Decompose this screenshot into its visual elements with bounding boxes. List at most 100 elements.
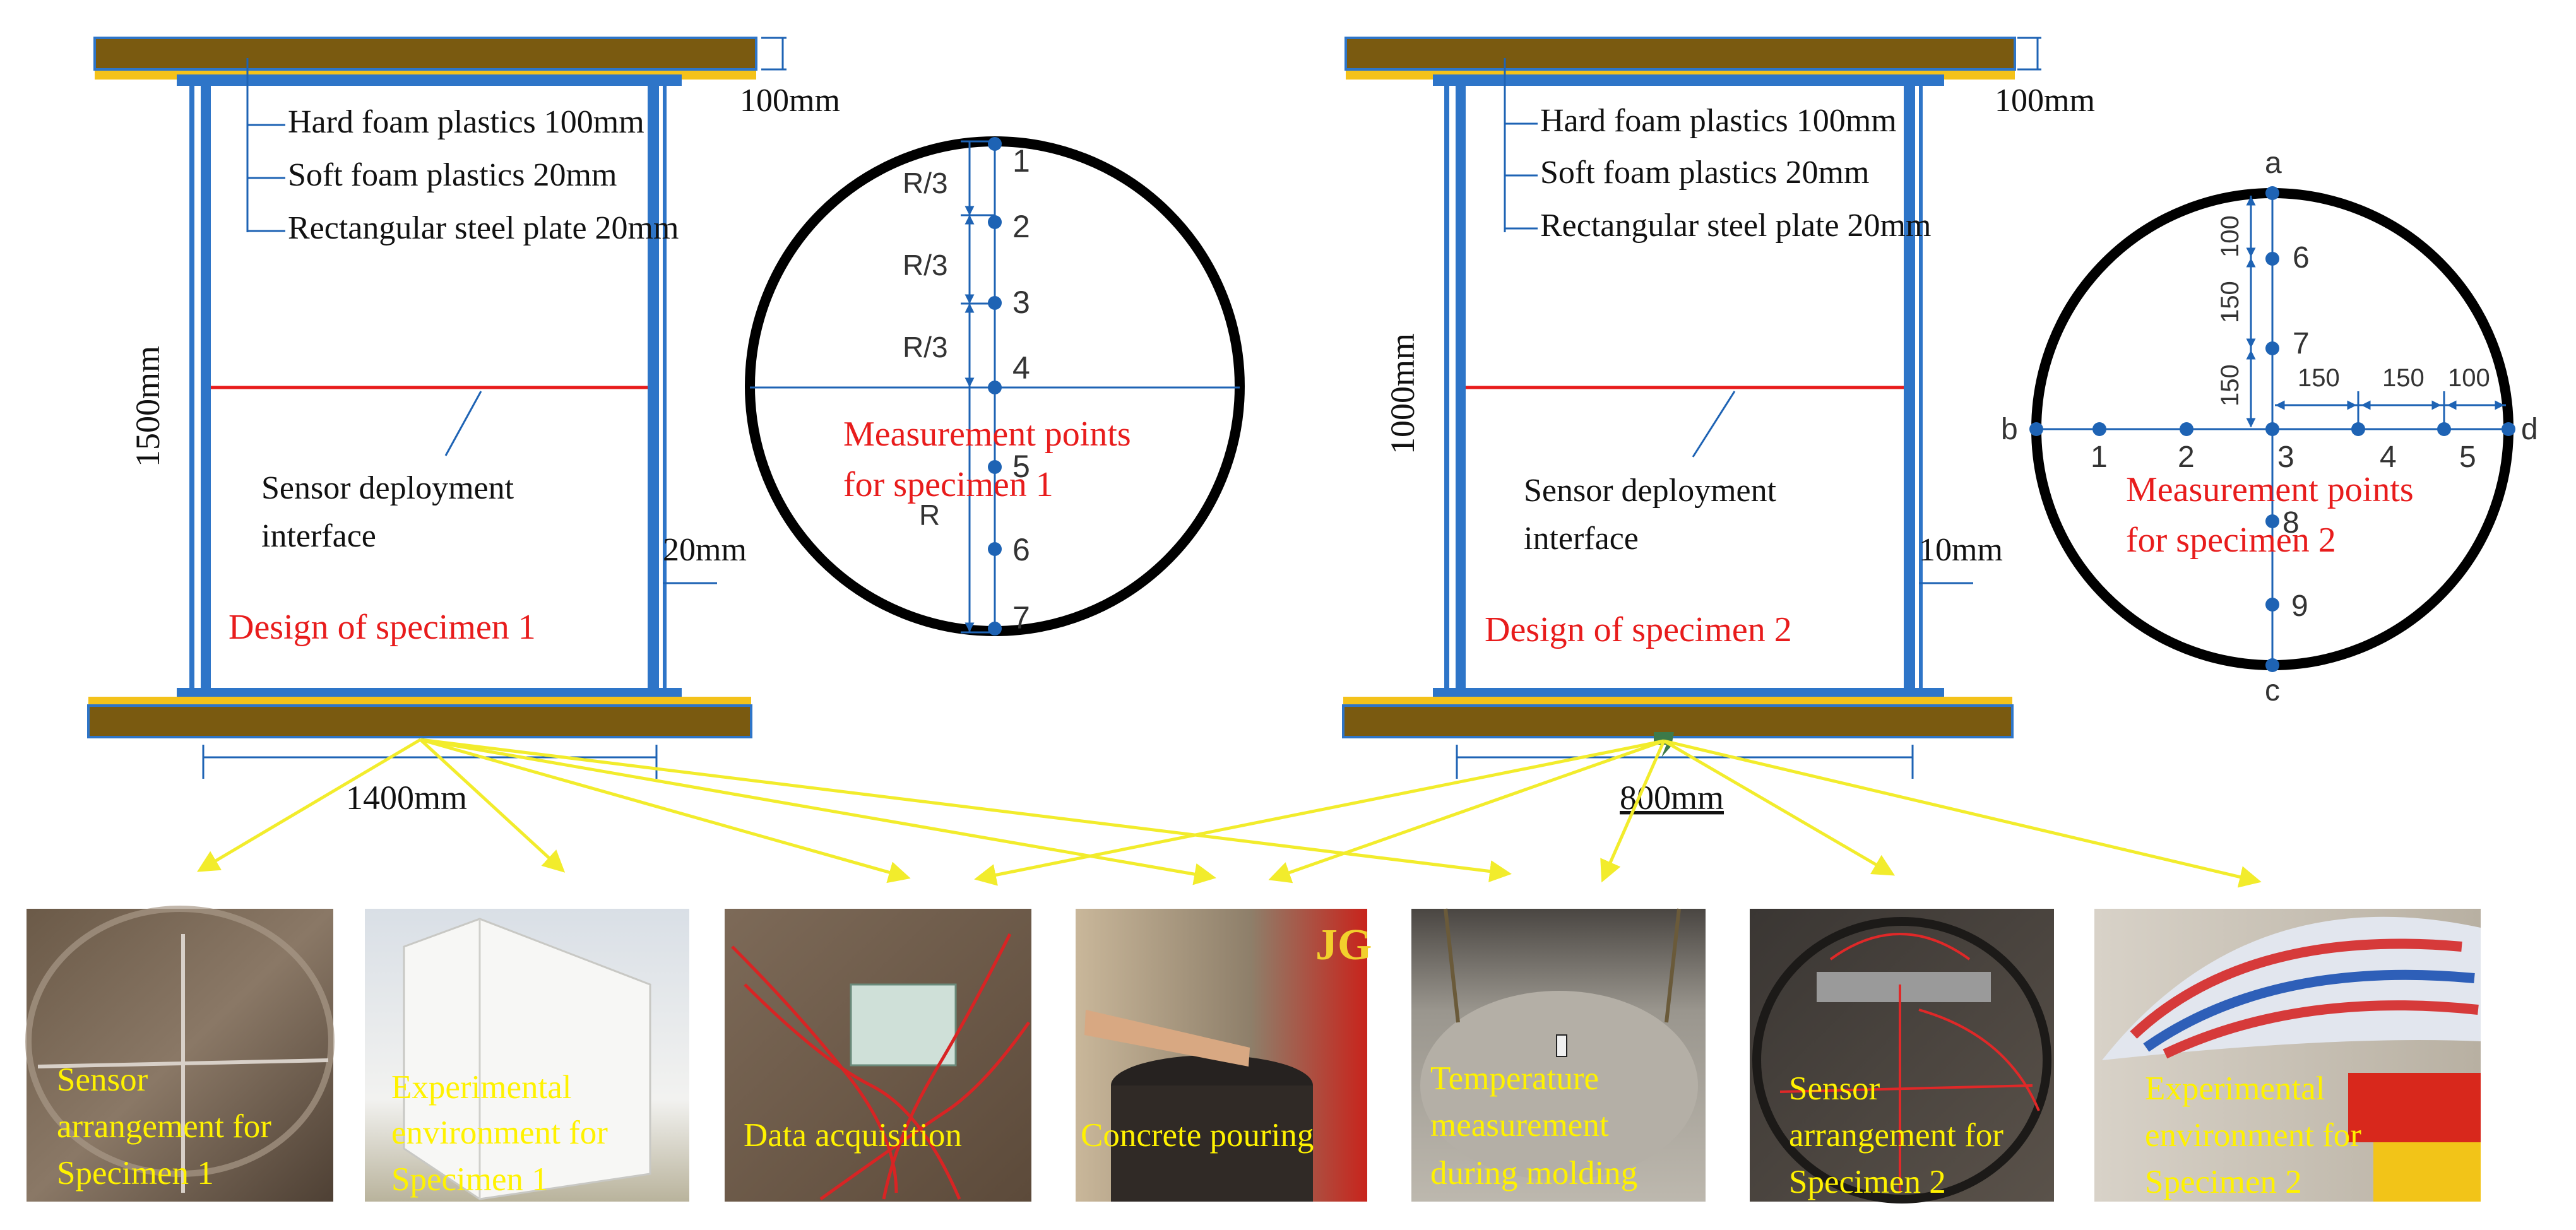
measurement-point xyxy=(988,622,1002,636)
point-number: 1 xyxy=(1012,143,1030,179)
mold-surface xyxy=(1420,991,1698,1180)
redaction-bar xyxy=(1817,972,1991,1002)
right-wall-outer xyxy=(1919,86,1923,692)
banner-mark: JG xyxy=(1315,921,1372,969)
measurement-point xyxy=(2265,422,2279,436)
vertical-dim-label: 100 xyxy=(2216,215,2244,257)
photo-label: Specimen 2 xyxy=(1789,1164,1946,1200)
red-cables xyxy=(1779,933,2040,1193)
acquisition-unit xyxy=(850,983,957,1067)
top-steel-band xyxy=(1433,74,1944,86)
spacing-label: R/3 xyxy=(903,331,948,364)
circle-caption: Measurement points xyxy=(2126,470,2414,509)
arrow-specimen1-environment xyxy=(419,738,566,873)
vertical-dim-label: 150 xyxy=(2216,364,2244,406)
measurement-point xyxy=(988,296,1002,310)
top-lid-plate xyxy=(1344,37,2016,71)
horizontal-dim-label: 150 xyxy=(2382,364,2425,392)
spacing-label: R/3 xyxy=(903,167,948,199)
point-number: 8 xyxy=(2282,506,2300,540)
pipe-rim xyxy=(25,906,335,1177)
bottom-base-plate xyxy=(1342,704,2014,738)
arrow-specimen1-sensor xyxy=(196,738,422,872)
edge-point xyxy=(2502,422,2515,436)
point-number: 7 xyxy=(2293,327,2310,360)
measurement-point xyxy=(988,137,1002,151)
point-number: 5 xyxy=(1012,449,1030,484)
red-canopy-edge xyxy=(2348,1073,2481,1142)
photo-environment-specimen2: Experimental environment for Specimen 2 xyxy=(2094,909,2481,1202)
layer-label: Rectangular steel plate 20mm xyxy=(288,210,679,246)
measurement-point xyxy=(2437,422,2451,436)
measurement-point xyxy=(988,381,1002,394)
photo-sensor-arrangement-specimen1: Sensor arrangement for Specimen 1 xyxy=(25,906,335,1202)
arrow-specimen2-pouring xyxy=(1268,739,1665,884)
layer-label: Soft foam plastics 20mm xyxy=(1540,155,1869,191)
point-number: 2 xyxy=(2178,441,2195,474)
photo-label: Sensor xyxy=(57,1061,148,1098)
vertical-dim-label: 150 xyxy=(2216,281,2244,323)
top-steel-band xyxy=(177,74,682,86)
edge-label: c xyxy=(2265,674,2280,707)
photo-strip: Sensor arrangement for Specimen 1 Experi… xyxy=(25,906,2481,1203)
horizontal-dim-label: 100 xyxy=(2448,364,2490,392)
measurement-point xyxy=(2265,514,2279,528)
circle-caption: for specimen 2 xyxy=(2126,521,2336,560)
sensor-cable xyxy=(37,1058,329,1068)
measurement-point xyxy=(2265,598,2279,612)
top-thickness-label: 100mm xyxy=(740,83,840,119)
left-wall-inner xyxy=(201,86,211,692)
specimen1-drawing: Hard foam plastics 100mm Soft foam plast… xyxy=(87,37,840,817)
photo-label: Concrete pouring xyxy=(1081,1117,1314,1154)
interface-label: Sensor deployment xyxy=(1524,473,1777,509)
point-number: 6 xyxy=(1012,532,1030,567)
photo-label: Data acquisition xyxy=(744,1117,962,1154)
photo-label: during molding xyxy=(1430,1155,1637,1192)
layer-label: Hard foam plastics 100mm xyxy=(288,104,644,140)
measurement-points xyxy=(988,137,1002,636)
photo-label: arrangement for xyxy=(1789,1117,2003,1154)
point-number: 7 xyxy=(1012,600,1030,636)
arrow-specimen2-environment xyxy=(1663,739,2262,888)
photo-environment-specimen1: Experimental environment for Specimen 1 xyxy=(365,909,689,1202)
right-wall xyxy=(1904,86,1915,692)
horizontal-dim-arrows xyxy=(2275,391,2506,427)
interface-leader xyxy=(444,391,482,456)
edge-label: b xyxy=(2001,413,2018,446)
layer-label: Hard foam plastics 100mm xyxy=(1540,103,1897,139)
photo-sensor-arrangement-specimen2: Sensor arrangement for Specimen 2 xyxy=(1750,909,2054,1203)
left-wall-outer xyxy=(1444,86,1449,692)
photo-label: Experimental xyxy=(2145,1070,2325,1107)
point-number: 9 xyxy=(2291,589,2308,623)
point-number: 2 xyxy=(1012,209,1030,244)
arrow-specimen2-sensor xyxy=(1663,739,1896,876)
right-wall-outer xyxy=(663,86,667,692)
point-number: 3 xyxy=(2277,441,2294,474)
measurement-point xyxy=(988,460,1002,474)
arrow-specimen1-temperature xyxy=(420,738,1512,882)
photo-label: Specimen 1 xyxy=(391,1161,549,1198)
right-wall xyxy=(648,86,659,692)
measurement-point xyxy=(2092,422,2106,436)
photo-label: arrangement for xyxy=(57,1108,271,1145)
arrow-specimen2-temperature xyxy=(1600,740,1666,883)
left-wall-outer xyxy=(189,86,194,692)
pouring-arm xyxy=(1084,1010,1250,1067)
connector-arrows xyxy=(196,738,2262,888)
width-label: 800mm xyxy=(1620,779,1724,817)
interface-label: interface xyxy=(1524,521,1639,557)
height-label: 1000mm xyxy=(1384,333,1422,454)
measurement-point xyxy=(2265,252,2279,266)
edge-label: a xyxy=(2265,146,2282,180)
point-number: 6 xyxy=(2293,241,2310,275)
photo-data-acquisition: Data acquisition xyxy=(725,909,1031,1202)
design-title: Design of specimen 1 xyxy=(229,608,536,647)
specimen1-measurement-circle: R/3 R/3 R/3 R 1 2 3 4 5 6 7 Measurement … xyxy=(745,136,1245,636)
specimen2-measurement-circle: 100 150 150 150 150 100 a b c d 1 2 3 4 … xyxy=(2001,146,2538,707)
edge-point xyxy=(2265,186,2279,200)
interface-label: interface xyxy=(261,518,376,554)
specimen2-drawing: Hard foam plastics 100mm Soft foam plast… xyxy=(1342,37,2095,817)
mold-rod xyxy=(1444,908,1460,1023)
measurement-point xyxy=(2180,422,2193,436)
